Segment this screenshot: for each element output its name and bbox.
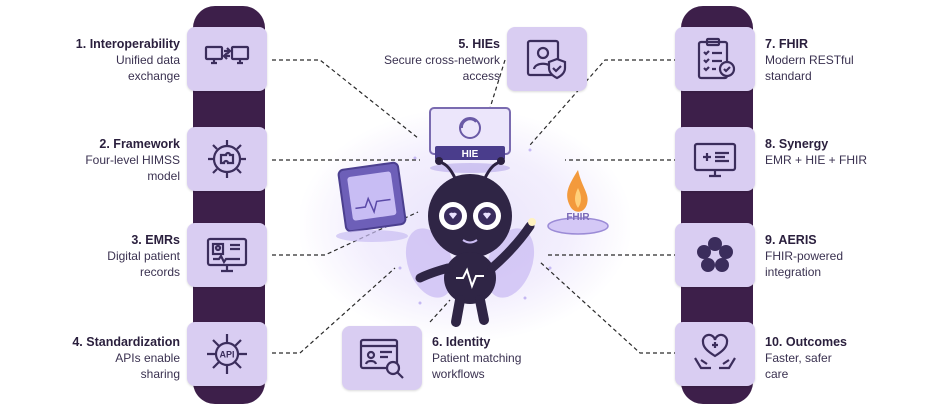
label-fhir: 7. FHIR Modern RESTful standard: [765, 36, 925, 84]
tile-identity: [342, 326, 422, 390]
tile-interoperability: [187, 27, 267, 91]
computer-medical-record-icon: [206, 237, 248, 273]
item-desc: standard: [765, 69, 812, 83]
tile-framework: [187, 127, 267, 191]
fhir-label: FHIR: [566, 212, 590, 223]
bee-mascot-icon: [405, 157, 536, 327]
connector-10: [539, 261, 685, 354]
tile-aeris: [675, 223, 755, 287]
connector-7: [529, 59, 685, 146]
label-interoperability: 1. Interoperability Unified data exchang…: [10, 36, 180, 84]
item-desc: workflows: [432, 367, 485, 381]
label-outcomes: 10. Outcomes Faster, safer care: [765, 334, 925, 382]
connector-1: [272, 59, 419, 139]
tile-standardization: API: [187, 322, 267, 386]
item-title: 4. Standardization: [72, 335, 180, 349]
label-hies: 5. HIEs Secure cross-network access: [330, 36, 500, 84]
item-desc: records: [139, 265, 180, 279]
monitor-medical-icon: [693, 142, 737, 178]
item-title: 6. Identity: [432, 335, 491, 349]
connector-4: [272, 267, 396, 354]
tile-synergy: [675, 127, 755, 191]
connector-6: [429, 299, 451, 323]
item-desc: care: [765, 367, 789, 381]
item-desc: access: [462, 69, 500, 83]
item-title: 8. Synergy: [765, 137, 829, 151]
item-desc: Faster, safer: [765, 351, 832, 365]
monitors-exchange-icon: [204, 45, 250, 65]
clipboard-check-icon: [697, 37, 736, 80]
item-desc: Digital patient: [107, 249, 180, 263]
fhir-flame-icon: [547, 170, 609, 235]
item-desc: EMR + HIE + FHIR: [765, 153, 868, 167]
item-desc: Secure cross-network: [383, 53, 500, 67]
tile-emrs: [187, 223, 267, 287]
connector-5: [489, 59, 506, 109]
item-desc: model: [147, 169, 180, 183]
item-desc: Modern RESTful: [765, 53, 854, 67]
label-identity: 6. Identity Patient matching workflows: [432, 334, 592, 382]
svg-text:API: API: [219, 350, 234, 360]
item-title: 2. Framework: [99, 137, 180, 151]
label-synergy: 8. Synergy EMR + HIE + FHIR: [765, 136, 925, 168]
item-desc: integration: [765, 265, 822, 279]
tile-hies: [507, 27, 587, 91]
flower-icon: [697, 237, 733, 272]
item-desc: APIs enable: [115, 351, 180, 365]
item-title: 5. HIEs: [458, 37, 500, 51]
api-chip-icon: API: [207, 334, 247, 374]
item-desc: sharing: [140, 367, 180, 381]
label-standardization: 4. Standardization APIs enable sharing: [10, 334, 180, 382]
hands-heart-icon: [694, 333, 736, 370]
item-title: 10. Outcomes: [765, 335, 847, 349]
gear-puzzle-icon: [208, 140, 246, 178]
item-desc: Four-level HIMSS: [85, 153, 180, 167]
item-desc: Patient matching: [432, 351, 522, 365]
hie-laptop-icon: [429, 107, 511, 173]
label-emrs: 3. EMRs Digital patient records: [10, 232, 180, 280]
user-shield-icon: [526, 39, 567, 80]
label-aeris: 9. AERIS FHIR-powered integration: [765, 232, 925, 280]
patient-search-icon: [359, 338, 404, 379]
item-title: 3. EMRs: [131, 233, 180, 247]
hie-label: HIE: [462, 149, 479, 160]
tablet-icon: [336, 161, 408, 242]
item-title: 1. Interoperability: [75, 37, 180, 51]
item-title: 7. FHIR: [765, 37, 809, 51]
item-desc: Unified data: [115, 53, 180, 67]
item-desc: FHIR-powered: [765, 249, 844, 263]
item-title: 9. AERIS: [765, 233, 817, 247]
mascot-illustration: HIE FHIR: [336, 107, 609, 327]
tile-outcomes: [675, 322, 755, 386]
tile-fhir: [675, 27, 755, 91]
item-desc: exchange: [127, 69, 180, 83]
label-framework: 2. Framework Four-level HIMSS model: [10, 136, 180, 184]
